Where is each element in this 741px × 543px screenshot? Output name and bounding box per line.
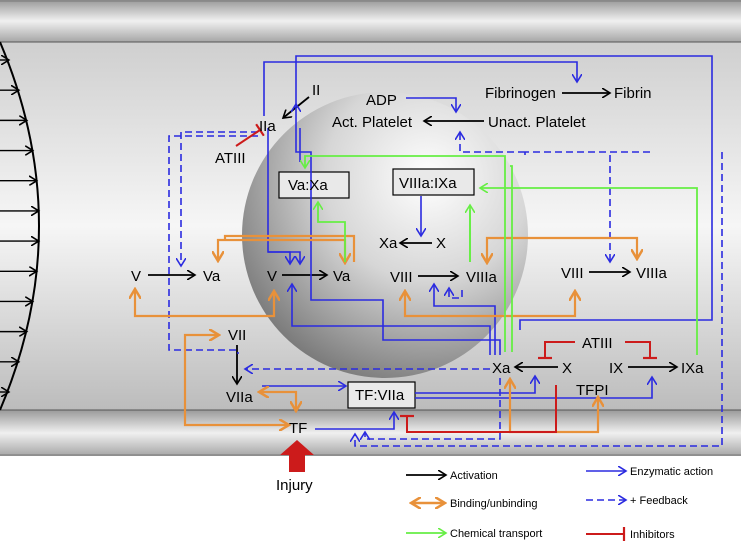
label-atiii-right: ATIII	[582, 335, 613, 352]
legend-enzymatic-label: Enzymatic action	[630, 466, 713, 478]
legend-feedback: + Feedback	[586, 495, 688, 507]
label-fibrinogen: Fibrinogen	[485, 85, 556, 102]
legend-inhibitors-label: Inhibitors	[630, 529, 675, 541]
bind-viiia-in-out	[487, 236, 637, 262]
label-viii-in: VIII	[390, 269, 413, 286]
label-viiia-in: VIIIa	[466, 269, 498, 286]
label-fibrin: Fibrin	[614, 85, 652, 102]
inh-tfpi-tfviia	[400, 385, 557, 433]
label-xa-out: Xa	[492, 360, 511, 377]
fb-big-loop	[355, 152, 723, 447]
label-x-in: X	[436, 235, 446, 252]
label-iia: IIa	[259, 118, 276, 135]
label-xa-in: Xa	[379, 235, 398, 252]
bind-vii-tf	[183, 335, 288, 425]
fb-iia-to-va-out	[181, 131, 258, 266]
legend-feedback-label: + Feedback	[630, 495, 688, 507]
fb-xa-to-tf	[365, 378, 501, 439]
flow-arrows	[0, 60, 39, 392]
label-viiiaixa: VIIIa:IXa	[399, 175, 457, 192]
legend-activation: Activation	[406, 470, 498, 482]
label-v-in: V	[267, 268, 277, 285]
vaxa-box	[278, 171, 350, 199]
label-vaxa: Va:Xa	[288, 177, 328, 194]
tr-ixa-to-complex	[480, 188, 698, 355]
label-adp: ADP	[366, 92, 397, 109]
inh-atiii-ixa	[625, 341, 657, 360]
enz-xa-to-viii-in	[292, 284, 491, 355]
label-viia: VIIa	[226, 389, 253, 406]
tr-xa-to-complex-2	[510, 165, 513, 352]
label-act-platelet: Act. Platelet	[332, 114, 413, 131]
label-v-out: V	[131, 268, 141, 285]
vessel-bottom-wall	[0, 410, 741, 456]
fb-iia-to-vii	[168, 135, 258, 354]
legend-binding-label: Binding/unbinding	[450, 498, 537, 510]
legend-enzymatic: Enzymatic action	[586, 466, 713, 478]
legend-inhibitors: Inhibitors	[586, 527, 675, 541]
enz-iia-to-fibrin-top	[295, 55, 713, 330]
label-tfviia: TF:VIIa	[355, 387, 405, 404]
tr-va-to-vaxa	[318, 202, 346, 262]
inh-atiii-xa	[538, 341, 575, 360]
label-atiii-top: ATIII	[215, 150, 246, 167]
legend-transport: Chemical transport	[406, 528, 542, 540]
bind-viia-tf	[260, 392, 296, 410]
label-ixa: IXa	[681, 360, 704, 377]
inh-atiii-iia	[235, 123, 265, 147]
injury-arrow-shape	[280, 440, 314, 472]
label-x-out: X	[562, 360, 572, 377]
enz-tfviia-to-ix	[415, 377, 652, 399]
species-labels: II IIa ATIII ADP Act. Platelet Unact. Pl…	[131, 82, 704, 494]
tr-xa-to-vaxa	[305, 155, 506, 352]
label-tf: TF	[289, 420, 307, 437]
label-ii: II	[312, 82, 320, 99]
label-viii-out: VIII	[561, 265, 584, 282]
enzymatic-arrows	[262, 55, 713, 430]
transport-arrows	[305, 155, 698, 355]
label-tfpi: TFPI	[576, 382, 609, 399]
label-viiia-out: VIIIa	[636, 265, 668, 282]
bind-v-va-top	[223, 234, 356, 262]
viiiaixa-box	[392, 168, 475, 196]
label-unact-platelet: Unact. Platelet	[488, 114, 586, 131]
label-vii: VII	[228, 327, 246, 344]
bind-viii-in-out	[405, 292, 575, 318]
label-ix: IX	[609, 360, 623, 377]
inhibitor-arrows	[235, 123, 657, 433]
label-injury: Injury	[276, 477, 313, 494]
tfviia-box	[347, 381, 416, 409]
enz-xa-to-ii	[296, 104, 501, 355]
label-va-out: Va	[203, 268, 221, 285]
enz-iia-to-fibrinogen	[263, 61, 577, 116]
legend: Activation Enzymatic action Binding/unbi…	[406, 466, 713, 541]
label-va-in: Va	[333, 268, 351, 285]
bind-v-in-out	[135, 290, 274, 318]
enz-tf-to-tfviia	[315, 412, 394, 430]
legend-activation-label: Activation	[450, 470, 498, 482]
binding-arrows	[135, 234, 637, 434]
flow-profile	[0, 41, 39, 411]
injury-arrow	[280, 440, 314, 472]
fb-xa-to-viii-in	[460, 132, 651, 155]
legend-transport-label: Chemical transport	[450, 528, 542, 540]
enz-adp-to-act	[406, 97, 456, 112]
legend-binding: Binding/unbinding	[412, 498, 537, 510]
vessel-top-wall	[0, 0, 741, 42]
